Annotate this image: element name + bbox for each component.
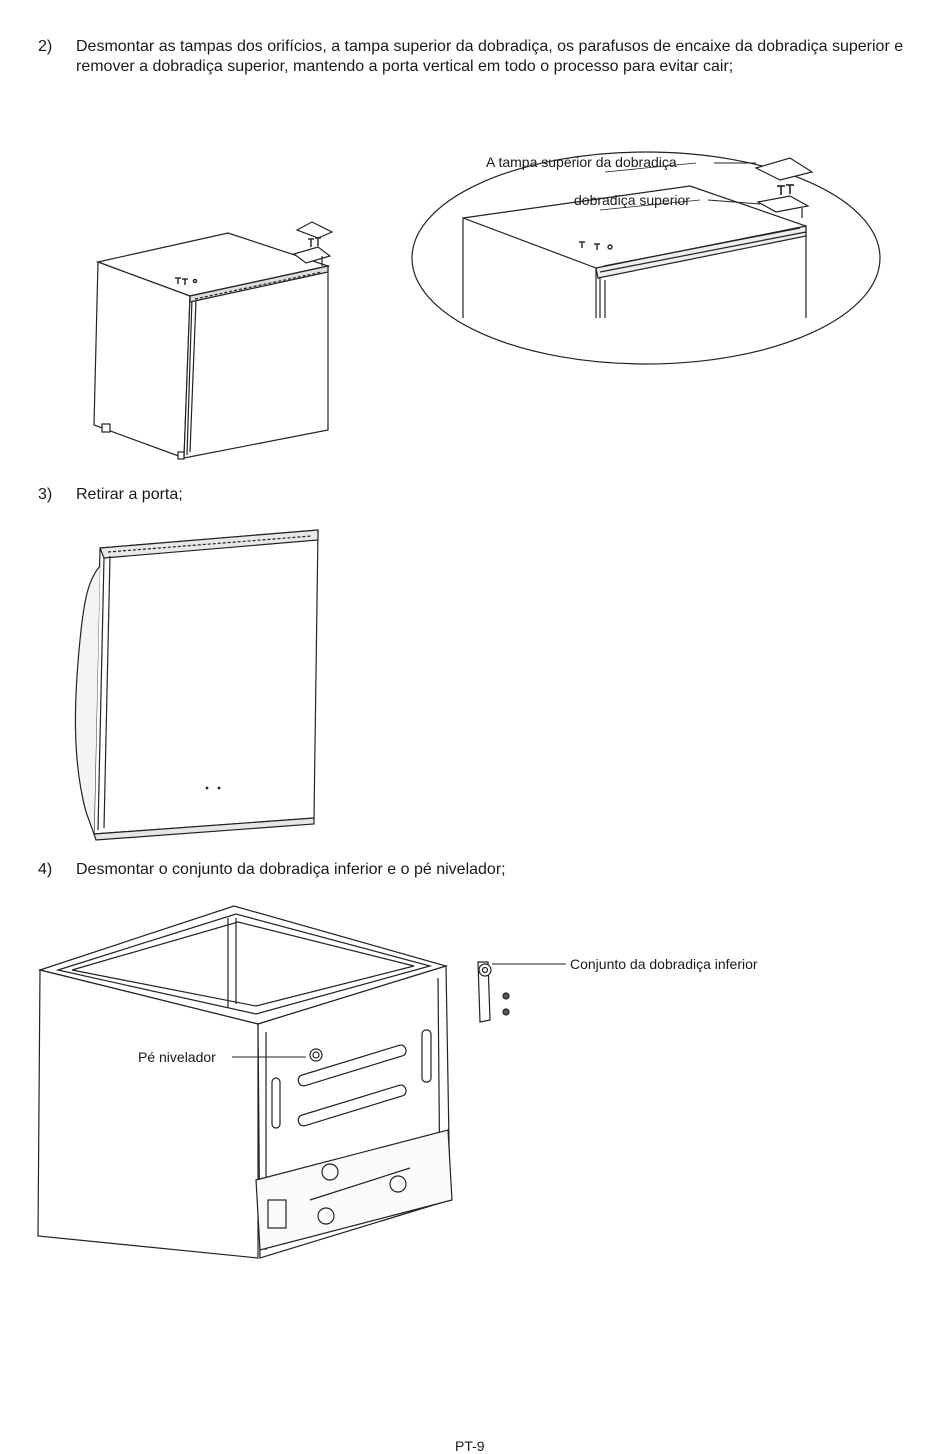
step-4-number: 4) xyxy=(38,861,53,878)
step-3-number: 3) xyxy=(38,486,53,503)
step-2-text: Desmontar as tampas dos orifícios, a tam… xyxy=(76,38,904,75)
label-bottom-hinge-assembly: Conjunto da dobradiça inferior xyxy=(570,956,758,972)
door-illustration xyxy=(74,529,319,841)
fridge-bottom-illustration: Pé nivelador Conjunto da dobradiça infer… xyxy=(37,905,758,1259)
label-top-hinge-cover: A tampa superior da dobradiça xyxy=(486,154,677,170)
fridge-illustration-1 xyxy=(93,221,334,460)
step-2-number: 2) xyxy=(38,38,53,55)
zoom-detail: A tampa superior da dobradiça dobradiça … xyxy=(411,151,881,365)
label-top-hinge: dobradiça superior xyxy=(574,192,690,208)
step-3-text: Retirar a porta; xyxy=(76,486,183,503)
step-4-text: Desmontar o conjunto da dobradiça inferi… xyxy=(76,861,506,878)
page-number: PT-9 xyxy=(455,1438,485,1454)
label-leveling-foot: Pé nivelador xyxy=(138,1049,216,1065)
